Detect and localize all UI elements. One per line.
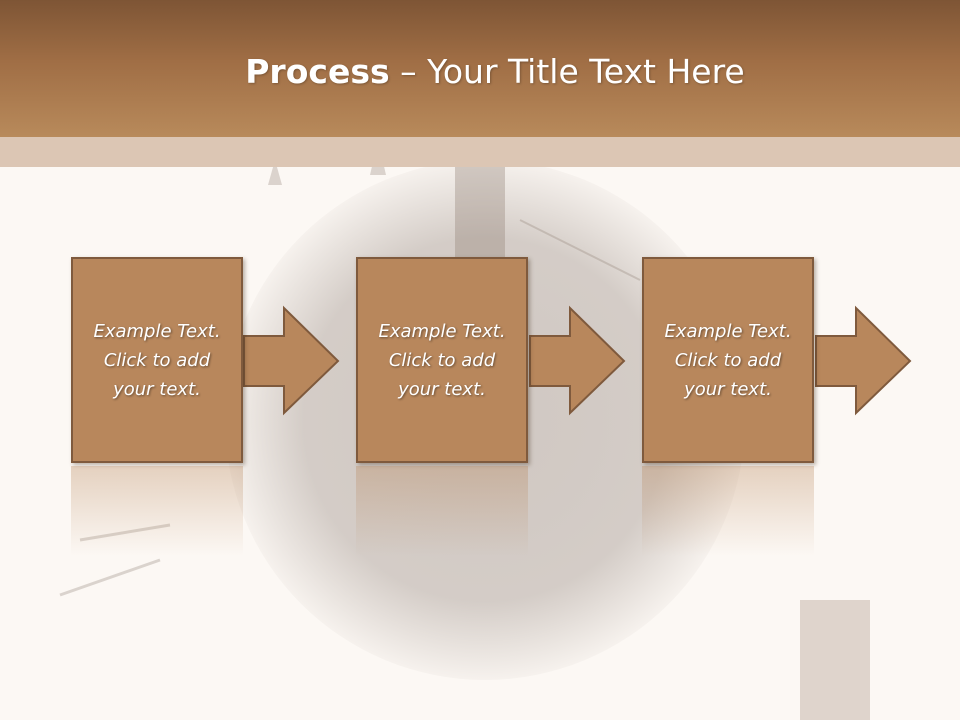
arrow-shape-2 [529, 305, 626, 416]
slide-title[interactable]: Process – Your Title Text Here [0, 52, 960, 91]
header-bar [0, 0, 960, 137]
title-bold: Process [245, 52, 390, 91]
arrow-shape-1 [243, 305, 340, 416]
title-rest: – Your Title Text Here [389, 52, 745, 91]
process-step-reflection [642, 466, 814, 556]
header-strip [0, 137, 960, 167]
arrow-shape-3 [815, 305, 912, 416]
process-step-reflection [356, 466, 528, 556]
process-step-text: Example Text. Click to add your text. [664, 321, 792, 400]
process-step-reflection [71, 466, 243, 556]
process-step-text: Example Text. Click to add your text. [93, 321, 221, 400]
process-step-3[interactable]: Example Text. Click to add your text. [642, 257, 814, 463]
process-step-text: Example Text. Click to add your text. [378, 321, 506, 400]
process-step-2[interactable]: Example Text. Click to add your text. [356, 257, 528, 463]
process-step-1[interactable]: Example Text. Click to add your text. [71, 257, 243, 463]
